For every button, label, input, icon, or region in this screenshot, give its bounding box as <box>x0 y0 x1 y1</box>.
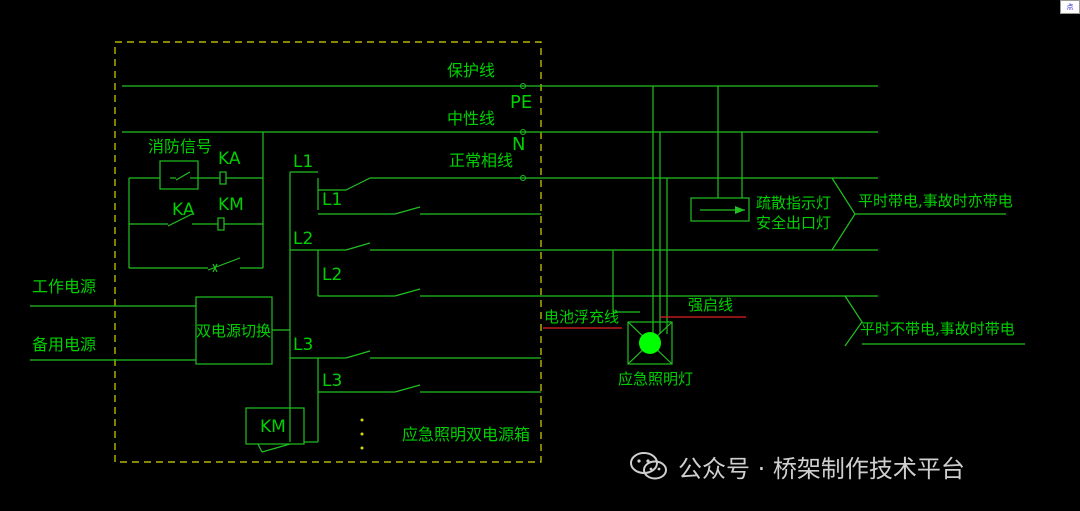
force-start-label: 强启线 <box>688 296 733 314</box>
normal-phase-label: 正常相线 <box>449 151 513 170</box>
backup-power-label: 备用电源 <box>32 335 96 354</box>
fire-signal-label: 消防信号 <box>148 137 212 156</box>
box-name-label: 应急照明双电源箱 <box>402 425 530 444</box>
protection-line-label: 保护线 <box>447 61 495 80</box>
ka-top-label: KA <box>218 149 241 169</box>
evac-sign-label-2: 安全出口灯 <box>756 214 831 232</box>
pe-label: PE <box>510 92 532 113</box>
emergency-lamp-box <box>627 321 673 365</box>
corner-mark: 点 <box>1060 0 1080 14</box>
watermark-text: 公众号 · 桥架制作技术平台 <box>678 454 965 483</box>
km-right-label: KM <box>218 195 244 215</box>
work-power-label: 工作电源 <box>32 277 96 296</box>
neutral-line-label: 中性线 <box>447 109 495 128</box>
evac-sign-label-1: 疏散指示灯 <box>756 194 831 212</box>
wechat-icon <box>630 452 667 480</box>
evac-sign-box <box>690 197 750 222</box>
emergency-lamp <box>639 332 661 354</box>
battery-float-label: 电池浮充线 <box>544 308 619 326</box>
box-frame <box>114 41 542 463</box>
n-label: N <box>512 134 525 155</box>
km-box-label: KM <box>260 417 286 437</box>
km-box <box>245 407 305 445</box>
mode-normal-off-label: 平时不带电,事故时带电 <box>860 320 1015 338</box>
l3-branch-label: L3 <box>322 371 342 391</box>
ka-bottom-label: KA <box>172 200 195 220</box>
fire-signal-contact-box <box>159 160 199 190</box>
watermark: 公众号 · 桥架制作技术平台 <box>628 448 965 484</box>
l2-branch-label: L2 <box>322 265 342 285</box>
l2-bus-label: L2 <box>293 229 313 249</box>
l1-bus-label: L1 <box>293 152 313 172</box>
mode-normal-on-label: 平时带电,事故时亦带电 <box>858 192 1013 210</box>
l1-branch-label: L1 <box>322 190 342 210</box>
l3-bus-label: L3 <box>293 335 313 355</box>
emergency-light-label: 应急照明灯 <box>618 370 693 388</box>
dual-switch-label: 双电源切换 <box>196 322 271 340</box>
